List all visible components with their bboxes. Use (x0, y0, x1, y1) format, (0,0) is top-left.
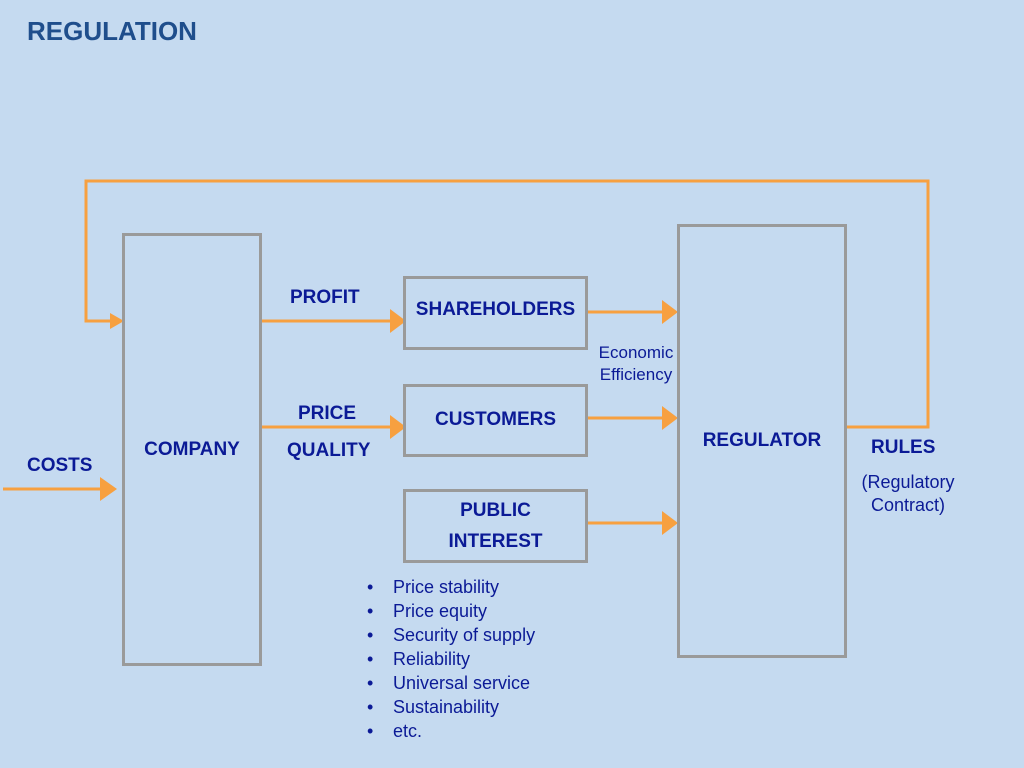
customers-label: CUSTOMERS (434, 409, 557, 430)
regulatory-contract-label: (Regulatory Contract) (850, 471, 966, 517)
public-interest-label-line2: INTEREST (448, 531, 543, 552)
customers-regulator-arrowhead (662, 406, 678, 430)
list-item: Sustainability (367, 695, 535, 719)
regulatory-label-line1: (Regulatory (861, 472, 955, 492)
economic-label-line2: Efficiency (599, 365, 673, 384)
shareholders-label: SHAREHOLDERS (415, 299, 576, 320)
public-interest-label-line1: PUBLIC (460, 500, 531, 521)
price-quality-arrowhead (390, 415, 406, 439)
regulator-label: REGULATOR (702, 430, 822, 451)
regulatory-label-line2: Contract) (870, 495, 946, 515)
page-title: REGULATION (27, 16, 197, 46)
profit-label: PROFIT (290, 287, 360, 308)
list-item: Price equity (367, 599, 535, 623)
public-interest-list: Price stability Price equity Security of… (367, 575, 535, 743)
economic-efficiency-label: Economic Efficiency (590, 342, 682, 386)
costs-label: COSTS (27, 455, 93, 476)
rules-feedback-line (84, 179, 930, 429)
feedback-arrowhead (110, 313, 124, 329)
company-label: COMPANY (144, 438, 240, 460)
company-box: COMPANY (122, 233, 262, 666)
list-item: Universal service (367, 671, 535, 695)
shareholders-box: SHAREHOLDERS (403, 276, 588, 350)
list-item: Reliability (367, 647, 535, 671)
customers-box: CUSTOMERS (403, 384, 588, 457)
costs-arrowhead (100, 477, 117, 501)
shareholders-regulator-arrowhead (662, 300, 678, 324)
regulator-box: REGULATOR (677, 224, 847, 658)
public-interest-box: PUBLIC INTEREST (403, 489, 588, 563)
profit-arrowhead (390, 309, 406, 333)
list-item: etc. (367, 719, 535, 743)
price-label: PRICE (298, 403, 357, 424)
list-item: Security of supply (367, 623, 535, 647)
quality-label: QUALITY (287, 440, 371, 461)
rules-label: RULES (871, 437, 936, 458)
economic-label-line1: Economic (598, 343, 674, 362)
public-interest-regulator-arrowhead (662, 511, 678, 535)
list-item: Price stability (367, 575, 535, 599)
